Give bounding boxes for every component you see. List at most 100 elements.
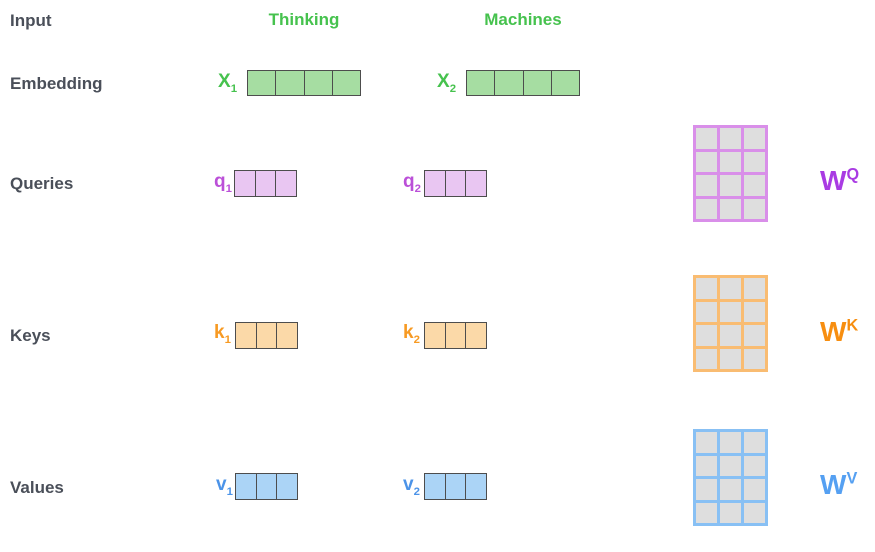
vector-cell (467, 71, 495, 95)
token-thinking: Thinking (268, 10, 340, 29)
x2-vector (466, 70, 580, 96)
row-label-input: Input (10, 11, 52, 30)
q2-vector (424, 170, 487, 197)
k1-label-sub: 1 (224, 333, 231, 346)
vector-cell (465, 323, 487, 348)
matrix-cell (720, 502, 741, 523)
k1-label: k1 (214, 322, 231, 346)
wq-matrix (693, 125, 768, 222)
vector-cell (276, 474, 298, 499)
x1-label-base: X (218, 71, 231, 92)
vector-cell (444, 474, 466, 499)
x1-label: X1 (218, 71, 237, 94)
matrix-cell (696, 301, 717, 322)
matrix-cell (720, 348, 741, 369)
vector-cell (425, 474, 445, 499)
matrix-cell (696, 128, 717, 149)
matrix-cell (744, 301, 765, 322)
matrix-cell (744, 175, 765, 196)
v1-label-sub: 1 (226, 485, 233, 498)
vector-cell (465, 171, 487, 196)
q1-label-sub: 1 (225, 182, 232, 195)
v2-label-sub: 2 (413, 485, 420, 498)
vector-cell (276, 323, 298, 348)
matrix-cell (744, 128, 765, 149)
matrix-cell (720, 128, 741, 149)
k1-vector (235, 322, 298, 349)
matrix-cell (744, 479, 765, 500)
wq-label-base: W (820, 165, 847, 196)
vector-cell (331, 71, 360, 95)
matrix-cell (720, 455, 741, 476)
q2-label: q2 (403, 171, 421, 195)
vector-cell (425, 323, 445, 348)
vector-cell (248, 71, 276, 95)
k2-label: k2 (403, 322, 420, 346)
matrix-cell (696, 432, 717, 453)
matrix-cell (720, 151, 741, 172)
wk-matrix (693, 275, 768, 372)
vector-cell (425, 171, 445, 196)
matrix-cell (696, 455, 717, 476)
token-machines: Machines (484, 10, 562, 29)
wv-label-sup: V (846, 469, 858, 488)
vector-cell (444, 171, 466, 196)
vector-cell (303, 71, 332, 95)
matrix-cell (696, 198, 717, 219)
wk-label-sup: K (846, 316, 859, 335)
matrix-cell (720, 325, 741, 346)
x2-label-base: X (437, 71, 450, 92)
row-label-embedding: Embedding (10, 74, 103, 93)
v1-label: v1 (216, 474, 233, 498)
k2-vector (424, 322, 487, 349)
vector-cell (275, 171, 297, 196)
vector-cell (465, 474, 487, 499)
matrix-cell (744, 278, 765, 299)
x2-label: X2 (437, 71, 456, 94)
vector-cell (522, 71, 551, 95)
wk-label-base: W (820, 316, 847, 347)
matrix-cell (744, 325, 765, 346)
matrix-cell (720, 175, 741, 196)
matrix-cell (720, 432, 741, 453)
k2-label-sub: 2 (413, 333, 420, 346)
vector-cell (494, 71, 523, 95)
q2-label-base: q (403, 171, 415, 192)
v1-vector (235, 473, 298, 500)
q2-label-sub: 2 (414, 182, 421, 195)
v2-label-base: v (403, 474, 414, 495)
k1-label-base: k (214, 322, 225, 343)
matrix-cell (744, 348, 765, 369)
matrix-cell (744, 455, 765, 476)
matrix-cell (696, 348, 717, 369)
matrix-cell (744, 198, 765, 219)
vector-cell (550, 71, 579, 95)
q1-label-base: q (214, 171, 226, 192)
vector-cell (235, 171, 255, 196)
wq-label-sup: Q (846, 165, 860, 184)
matrix-cell (696, 278, 717, 299)
row-label-values: Values (10, 478, 64, 497)
matrix-cell (744, 502, 765, 523)
q1-vector (234, 170, 297, 197)
wk-label: WK (820, 318, 858, 346)
v2-label: v2 (403, 474, 420, 498)
q1-label: q1 (214, 171, 232, 195)
wq-label: WQ (820, 167, 859, 195)
matrix-cell (744, 151, 765, 172)
matrix-cell (696, 151, 717, 172)
row-label-queries: Queries (10, 174, 74, 193)
vector-cell (236, 474, 256, 499)
v1-label-base: v (216, 474, 227, 495)
matrix-cell (720, 479, 741, 500)
vector-cell (255, 474, 277, 499)
wv-label: WV (820, 471, 857, 499)
vector-cell (236, 323, 256, 348)
matrix-cell (696, 175, 717, 196)
matrix-cell (696, 325, 717, 346)
vector-cell (275, 71, 304, 95)
matrix-cell (720, 301, 741, 322)
matrix-cell (696, 479, 717, 500)
row-label-keys: Keys (10, 326, 51, 345)
